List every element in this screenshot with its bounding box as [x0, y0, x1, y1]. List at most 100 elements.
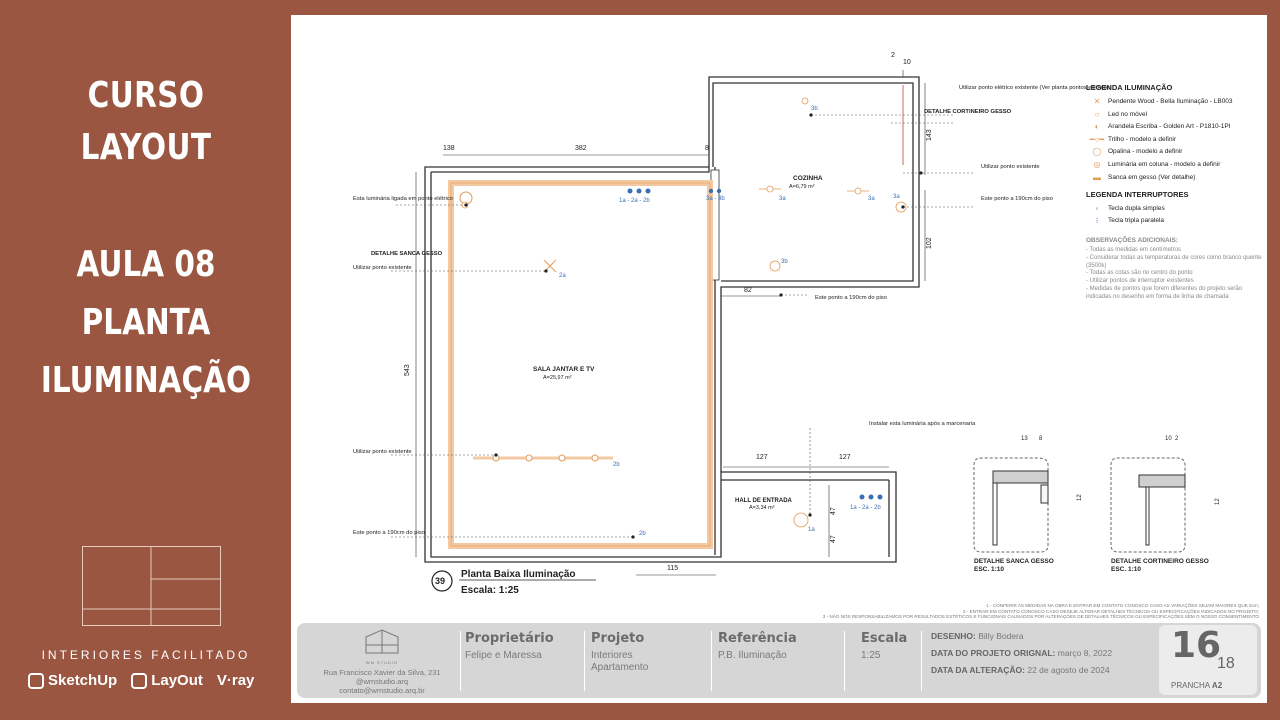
detail-sanca: 13 8 12 DETALHE SANCA GESSO ESC. 1:10 [973, 436, 1083, 573]
svg-text:12: 12 [1077, 494, 1083, 501]
switch-item: ⁝Tecla tripla paralela [1086, 216, 1266, 225]
circuit-label: 3a - 3b [706, 196, 725, 202]
lesson-line: PLANTA [81, 302, 211, 343]
sanca-icon: ▬ [1093, 172, 1101, 182]
switch-kitchen [708, 188, 722, 194]
note-190cm: Este ponto a 190cm do piso [353, 530, 425, 536]
note-ponto-existente: Utilizar ponto existente [353, 265, 412, 271]
svg-text:12: 12 [1215, 498, 1221, 505]
track-icon: ━○━ [1089, 134, 1105, 144]
scale-block: Escala 1:25 [861, 631, 908, 661]
brand-tagline: INTERIORES FACILITADO [41, 648, 251, 662]
room-cozinha: COZINHA [793, 175, 823, 182]
lesson-title: AULA 08 PLANTA ILUMINAÇÃO [26, 236, 265, 410]
room-sala: SALA JANTAR E TV [533, 366, 595, 373]
project-block: Projeto Interiores Apartamento [591, 631, 649, 673]
sheet-label: PRANCHA A2 [1171, 681, 1223, 690]
switch-group-sala [627, 188, 651, 194]
circuit-label: 1a - 2a - 2b [850, 505, 881, 511]
owner-block: Proprietário Felipe e Maressa [465, 631, 554, 661]
room-sala-area: A=25,97 m² [543, 375, 572, 381]
circuit-label: 2b [613, 462, 620, 468]
detail-cortineiro-scale: ESC. 1:10 [1111, 566, 1141, 573]
sanca-outline [448, 180, 713, 549]
wall-light-icon: ◐ [1094, 122, 1100, 132]
note-arandela: Esta luminária ligada em ponto elétrico [353, 196, 453, 202]
title-block: WM STUDIO Rua Francisco Xavier da Silva,… [297, 623, 1261, 698]
detail-cortineiro: 10 2 12 DETALHE CORTINEIRO GESSO ESC. 1:… [1110, 436, 1221, 573]
column-light-icon: ◎ [1093, 159, 1101, 169]
detail-cortineiro-title: DETALHE CORTINEIRO GESSO [1111, 558, 1209, 565]
lesson-line: AULA 08 [76, 244, 216, 285]
dim-2: 2 [891, 52, 895, 59]
view-title: Planta Baixa Iluminação [461, 569, 576, 580]
circuit-label: 3a [868, 196, 875, 202]
svg-text:13: 13 [1021, 436, 1028, 442]
course-title: CURSO LAYOUT [26, 70, 265, 174]
sketchup-logo: SketchUp [28, 672, 117, 689]
note-ponto-existente-cozinha: Utilizar ponto existente [981, 164, 1040, 170]
legend-item: ◐Arandela Escriba - Golden Art - P1810-1… [1086, 122, 1266, 131]
circuit-label: 3a [893, 194, 900, 200]
studio-block: WM STUDIO Rua Francisco Xavier da Silva,… [307, 627, 457, 695]
circuit-label: 3b [811, 106, 818, 112]
switch-legend-title: LEGENDA INTERRUPTORES [1086, 189, 1189, 199]
course-line: LAYOUT [80, 127, 212, 168]
note-ponto-existente: Utilizar ponto existente [353, 449, 412, 455]
note-ponto-eletrico: Utilizar ponto elétrico existente (Ver p… [959, 85, 1112, 91]
switch-item: ◦Tecla dupla simples [1086, 204, 1266, 213]
room-hall: HALL DE ENTRADA [735, 498, 793, 504]
dim-138: 138 [443, 145, 455, 152]
svg-text:8: 8 [1039, 436, 1043, 442]
layout-icon [131, 672, 148, 689]
dim-382: 382 [575, 145, 587, 152]
layout-logo: LayOut [131, 672, 203, 689]
circuit-label: 1a - 2a - 2b [619, 198, 650, 204]
dim-543: 543 [404, 364, 411, 376]
dim-47b: 47 [830, 535, 837, 543]
legend-item: ✕Pendente Wood - Bella Iluminação - LB00… [1086, 97, 1266, 106]
dim-115: 115 [667, 565, 678, 572]
disclaimer: 1 - CONFERIR AS MEDIDAS NA OBRA E ENTRAR… [822, 603, 1259, 620]
dim-127b: 127 [839, 454, 851, 461]
fixture-kitchen-leds [759, 97, 907, 528]
vray-logo: V·ray [216, 672, 255, 689]
detail-sanca-scale: ESC. 1:10 [974, 566, 1004, 573]
studio-logo-icon [365, 629, 399, 654]
brand-logo [82, 546, 221, 626]
fixture-track [473, 454, 613, 462]
course-line: CURSO [87, 75, 205, 116]
note-190cm-2: Este ponto a 190cm do piso [815, 295, 887, 301]
room-cozinha-area: A=6,79 m² [789, 184, 815, 190]
view-scale: Escala: 1:25 [461, 585, 519, 596]
led-icon: ○ [1094, 109, 1100, 119]
dim-47a: 47 [830, 507, 837, 515]
detail-sanca-title: DETALHE SANCA GESSO [974, 558, 1054, 565]
dim-143: 143 [926, 129, 933, 141]
room-hall-area: A=3,34 m² [749, 505, 775, 511]
pendant-icon: ✕ [1093, 97, 1101, 106]
sheet-number: 16 [1171, 625, 1222, 666]
dim-8: 8 [705, 145, 709, 152]
double-switch-icon: ◦ [1095, 203, 1099, 213]
view-number: 39 [435, 576, 445, 586]
note-190cm-cozinha: Este ponto a 190cm do piso [981, 196, 1053, 202]
legend-title: LEGENDA ILUMINAÇÃO [1086, 83, 1173, 92]
left-panel: CURSO LAYOUT AULA 08 PLANTA ILUMINAÇÃO I… [0, 0, 292, 720]
software-logos: SketchUp LayOut V·ray [28, 672, 254, 689]
floor-plan-drawing: 138 382 8 2 10 143 102 82 543 127 127 47… [353, 52, 1221, 596]
dim-127a: 127 [756, 454, 768, 461]
switch-group-hall [859, 494, 883, 500]
circuit-label: 2b [639, 531, 646, 537]
legend-panel: LEGENDA ILUMINAÇÃO ✕Pendente Wood - Bell… [1086, 83, 1266, 302]
dim-82: 82 [744, 287, 752, 294]
circuit-label: 3a [779, 196, 786, 202]
note-marcenaria: Instalar esta luminária após a marcenari… [869, 421, 976, 427]
lesson-line: ILUMINAÇÃO [40, 360, 252, 401]
legend-item: ▬Sanca em gesso (Ver detalhe) [1086, 173, 1266, 182]
drawing-sheet: 138 382 8 2 10 143 102 82 543 127 127 47… [291, 15, 1267, 703]
svg-text:2: 2 [1175, 436, 1179, 442]
reference-block: Referência P.B. Iluminação [718, 631, 797, 661]
sketchup-icon [28, 672, 44, 689]
opaline-icon: ◯ [1092, 147, 1102, 157]
